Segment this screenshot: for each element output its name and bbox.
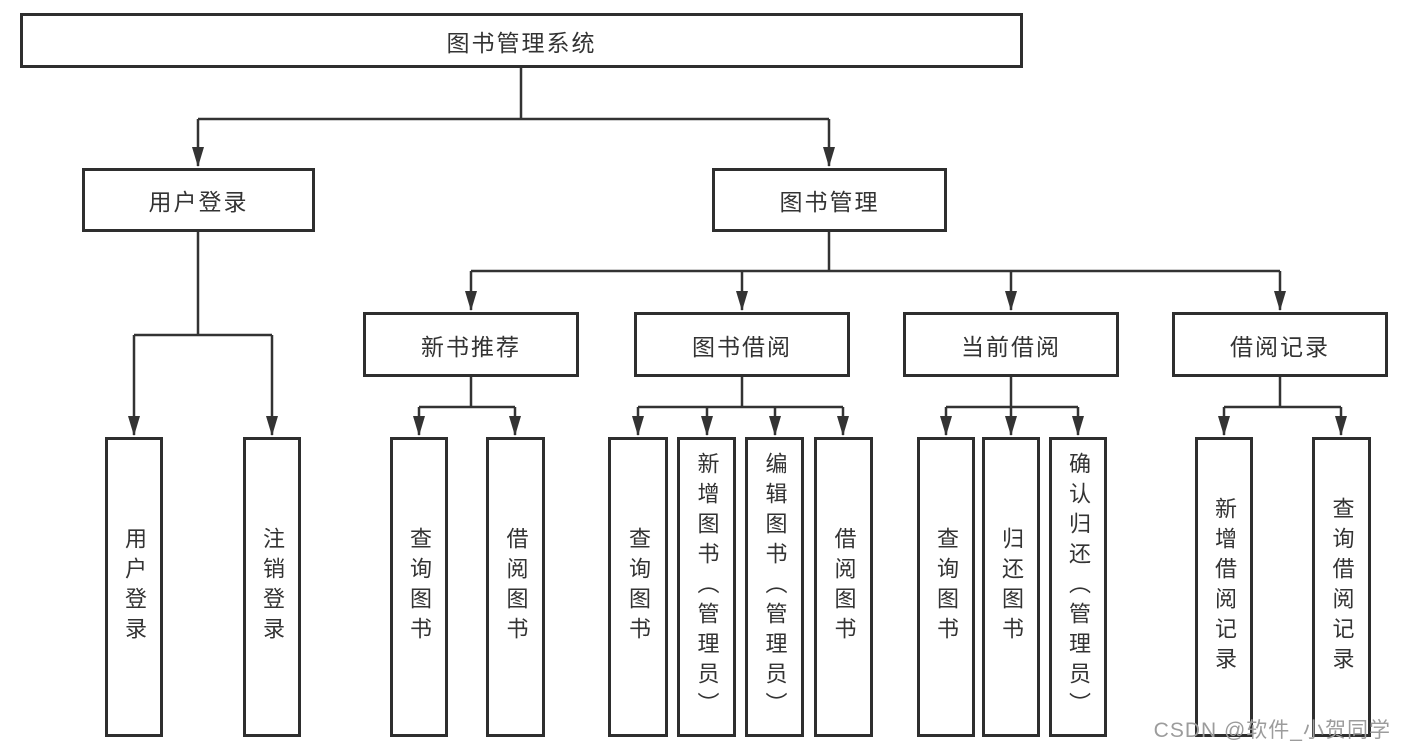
leaf-query-books-borrowing: 查询图书: [608, 437, 668, 737]
node-new-book-recommendation: 新书推荐: [363, 312, 579, 377]
leaf-query-borrow-record: 查询借阅记录: [1312, 437, 1371, 737]
leaf-return-books: 归还图书: [982, 437, 1040, 737]
node-current-borrowing: 当前借阅: [903, 312, 1119, 377]
leaf-confirm-return-admin: 确认归还（管理员）: [1049, 437, 1107, 737]
leaf-query-books-current: 查询图书: [917, 437, 975, 737]
leaf-logout: 注销登录: [243, 437, 301, 737]
node-borrowing-records: 借阅记录: [1172, 312, 1388, 377]
leaf-add-borrow-record: 新增借阅记录: [1195, 437, 1253, 737]
node-user-login-branch: 用户登录: [82, 168, 315, 232]
leaf-user-login: 用户登录: [105, 437, 163, 737]
leaf-borrow-books-borrowing: 借阅图书: [814, 437, 873, 737]
node-book-borrowing: 图书借阅: [634, 312, 850, 377]
leaf-borrow-books-recommend: 借阅图书: [486, 437, 545, 737]
leaf-query-books-recommend: 查询图书: [390, 437, 448, 737]
csdn-watermark: CSDN @软件_小贺同学: [1153, 719, 1391, 742]
node-book-management-branch: 图书管理: [712, 168, 947, 232]
leaf-add-books-admin: 新增图书（管理员）: [677, 437, 736, 737]
node-library-management-system: 图书管理系统: [20, 13, 1023, 68]
leaf-edit-books-admin: 编辑图书（管理员）: [745, 437, 804, 737]
